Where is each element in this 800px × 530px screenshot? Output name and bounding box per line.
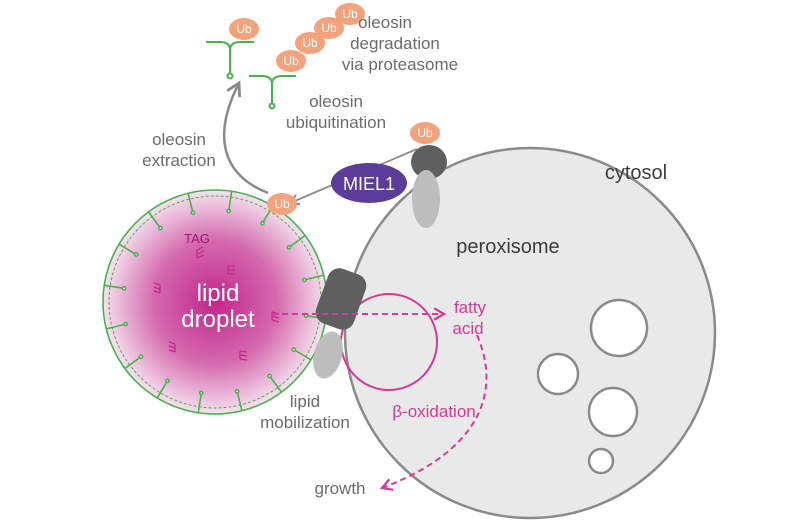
miel1-enzyme [331, 163, 407, 203]
oleosin-stem [147, 211, 162, 229]
vesicle [536, 352, 580, 396]
oleosin-stem [156, 380, 169, 399]
ub-tag: Ub [229, 18, 259, 40]
oleosin-tip [157, 225, 163, 231]
oleosin-tip [165, 378, 170, 384]
oleosin-tip [286, 244, 292, 250]
degradation-label-line1: oleosin [358, 13, 412, 32]
transporter-light [313, 331, 343, 379]
growth-label: growth [314, 479, 365, 498]
miel1-partner-dark [411, 145, 447, 179]
cytosol-label: cytosol [605, 162, 667, 184]
oleosin-tip [190, 210, 196, 216]
miel1-label: MIEL1 [343, 174, 395, 194]
oleosin-stem [106, 323, 126, 330]
svg-text:Ub: Ub [342, 7, 358, 21]
oleosin-stem [227, 191, 233, 212]
oleosin-tip [226, 208, 232, 214]
peroxisome-label: peroxisome [456, 236, 559, 258]
svg-text:Ub: Ub [236, 22, 252, 36]
oleosin-stem [236, 391, 243, 411]
mobilization-label-line1: lipid [290, 392, 320, 411]
ubiquitination-label-line1: oleosin [309, 92, 363, 111]
oleosin-tip [123, 321, 129, 327]
oleosin-stem [118, 243, 137, 256]
degradation-label-line3: via proteasome [342, 55, 458, 74]
oleosin-tip [138, 354, 144, 360]
oleosin-stem [304, 274, 324, 281]
oleosin-stem [197, 392, 203, 413]
svg-text:Ub: Ub [274, 197, 290, 211]
ubiquitination-label-line2: ubiquitination [286, 113, 386, 132]
oleosin-stem [187, 193, 194, 213]
oleosin-tip [267, 373, 273, 379]
peroxisome [343, 146, 717, 520]
beta-oxidation-label: β-oxidation [392, 402, 476, 421]
oleosin-tip [291, 347, 297, 352]
oleosin-tip [260, 220, 265, 226]
oleosin-stem [293, 348, 312, 361]
ub-tag: Ub [410, 122, 440, 144]
ub-tag: Ub [295, 32, 325, 54]
tag-label: TAG [184, 231, 210, 246]
svg-text:Ub: Ub [417, 126, 433, 140]
ubiquitin-tags: Ub Ub Ub Ub Ub Ub Ub [229, 3, 440, 215]
oleosin-stem [268, 375, 283, 393]
vesicle [589, 298, 649, 358]
oleosin-proteins [104, 191, 326, 413]
lipid-droplet-label-line2: droplet [181, 306, 255, 333]
extraction-label-line1: oleosin [152, 130, 206, 149]
ub-tag: Ub [276, 50, 306, 72]
mobilization-label-line2: mobilization [260, 413, 350, 432]
oleosin-stem [124, 355, 142, 370]
oleosin-tip [234, 388, 240, 394]
vesicle [587, 447, 615, 475]
extraction-arrow [222, 80, 269, 195]
oleosin-tip [301, 277, 307, 283]
oleosin-stem [104, 284, 125, 290]
fatty-acid-label-line1: fatty [454, 298, 487, 317]
svg-text:Ub: Ub [283, 54, 299, 68]
oleosin-tip [133, 252, 139, 257]
lipid-droplet [102, 189, 328, 415]
oleosin-tip [121, 285, 127, 291]
miel1-partner-light [412, 170, 440, 228]
extraction-label-line2: extraction [142, 151, 216, 170]
svg-text:Ub: Ub [321, 21, 337, 35]
beta-oxidation-arrow [379, 334, 488, 491]
extracted-oleosins [206, 41, 296, 110]
ub-tag: Ub [335, 3, 365, 25]
vesicle [587, 386, 639, 438]
degradation-label-line2: degradation [350, 34, 440, 53]
ub-tag: Ub [314, 17, 344, 39]
lipid-droplet-label-line1: lipid [197, 280, 240, 307]
oleosin-tip [198, 390, 204, 396]
ub-tag: Ub [267, 193, 297, 215]
oleosin-stem [288, 234, 306, 249]
fatty-acid-label-line2: acid [452, 319, 483, 338]
svg-text:Ub: Ub [302, 36, 318, 50]
